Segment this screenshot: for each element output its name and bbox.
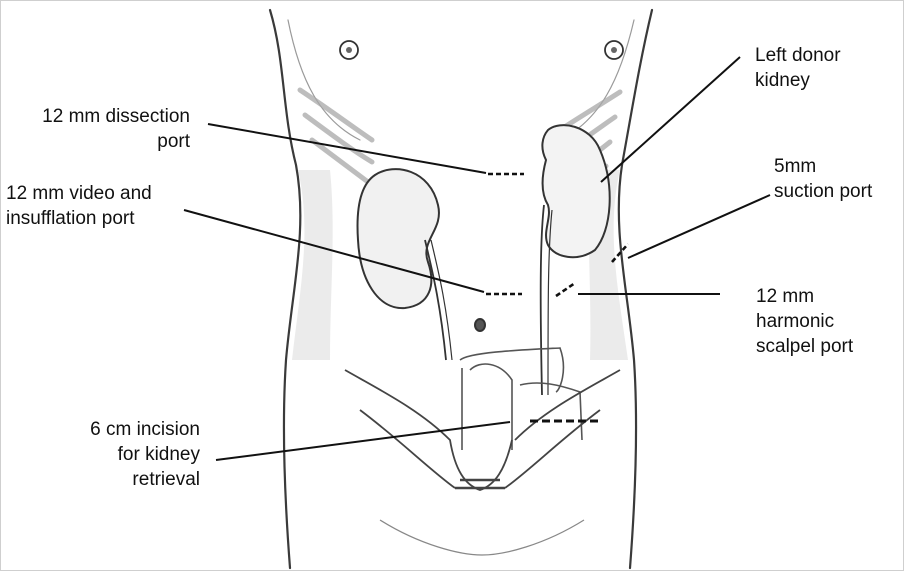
label-video-port: 12 mm video and insufflation port <box>6 181 196 231</box>
leader-video <box>184 210 484 292</box>
right-kidney <box>358 169 452 360</box>
pelvis <box>345 370 620 555</box>
torso-right-edge <box>619 10 652 568</box>
leader-left-kidney <box>601 57 740 182</box>
label-incision: 6 cm incision for kidney retrieval <box>40 417 200 492</box>
label-suction-port: 5mm suction port <box>774 154 899 204</box>
leader-incision <box>216 422 510 460</box>
umbilicus <box>475 319 485 331</box>
label-left-donor-kidney: Left donor kidney <box>755 43 885 93</box>
label-dissection-port: 12 mm dissection port <box>6 104 190 154</box>
label-harmonic-port: 12 mm harmonic scalpel port <box>756 284 896 359</box>
torso-left-edge <box>270 10 300 568</box>
nipples <box>340 41 623 59</box>
leader-lines <box>184 57 770 460</box>
leader-suction <box>628 195 770 258</box>
harmonic-port-mark <box>556 283 575 296</box>
